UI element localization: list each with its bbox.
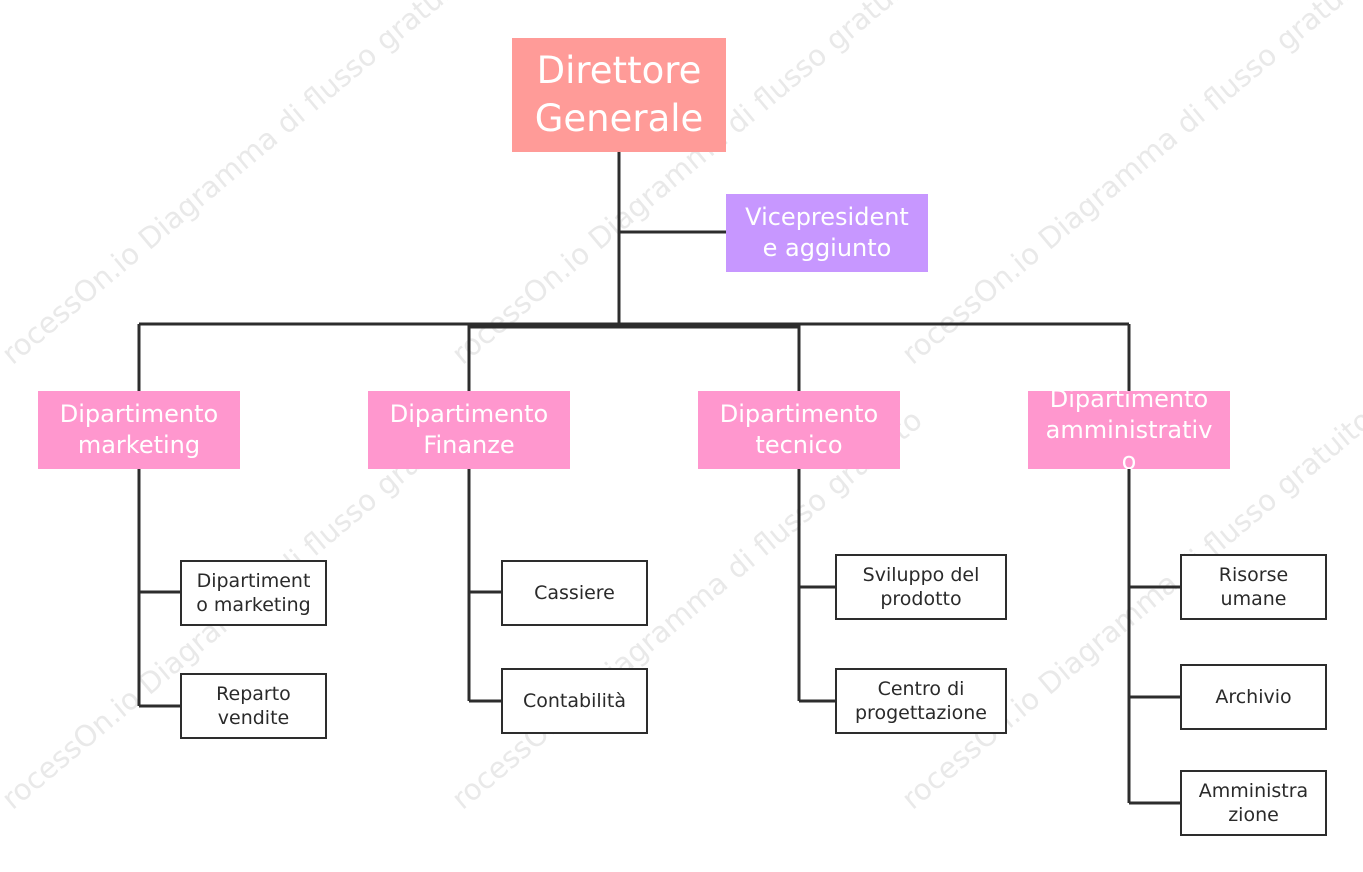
node-dept-technical[interactable]: Dipartimento tecnico — [698, 391, 900, 469]
node-dept-label: Dipartimento Finanze — [389, 400, 549, 459]
node-root[interactable]: Direttore Generale — [512, 38, 726, 152]
node-sub-label: Archivio — [1215, 686, 1292, 708]
node-sub-design-center[interactable]: Centro di progettazione — [835, 668, 1007, 734]
node-assistant[interactable]: Vicepresidente aggiunto — [726, 194, 928, 272]
node-sub-product-development[interactable]: Sviluppo del prodotto — [835, 554, 1007, 620]
node-sub-label: Sviluppo del prodotto — [862, 564, 980, 610]
node-sub-label: Cassiere — [534, 582, 615, 604]
node-sub-label: Amministrazione — [1198, 780, 1309, 826]
node-sub-archive[interactable]: Archivio — [1180, 664, 1327, 730]
node-assistant-label: Vicepresidente aggiunto — [745, 203, 909, 262]
node-sub-human-resources[interactable]: Risorse umane — [1180, 554, 1327, 620]
node-sub-label: Contabilità — [522, 690, 626, 712]
node-dept-finance[interactable]: Dipartimento Finanze — [368, 391, 570, 469]
node-sub-label: Centro di progettazione — [855, 678, 987, 724]
node-sub-marketing[interactable]: Dipartimento marketing — [180, 560, 327, 626]
node-dept-administrative[interactable]: Dipartimento amministrativo — [1028, 391, 1230, 469]
node-sub-label: Risorse umane — [1218, 564, 1289, 610]
node-root-label: Direttore Generale — [534, 49, 704, 140]
node-sub-administration[interactable]: Amministrazione — [1180, 770, 1327, 836]
node-dept-marketing[interactable]: Dipartimento marketing — [38, 391, 240, 469]
node-sub-label: Dipartimento marketing — [196, 570, 311, 616]
node-sub-sales[interactable]: Reparto vendite — [180, 673, 327, 739]
node-sub-cashier[interactable]: Cassiere — [501, 560, 648, 626]
node-dept-label: Dipartimento marketing — [59, 400, 219, 459]
node-dept-label: Dipartimento amministrativo — [1045, 391, 1213, 469]
node-dept-label: Dipartimento tecnico — [719, 400, 879, 459]
node-sub-accounting[interactable]: Contabilità — [501, 668, 648, 734]
node-sub-label: Reparto vendite — [216, 683, 291, 729]
